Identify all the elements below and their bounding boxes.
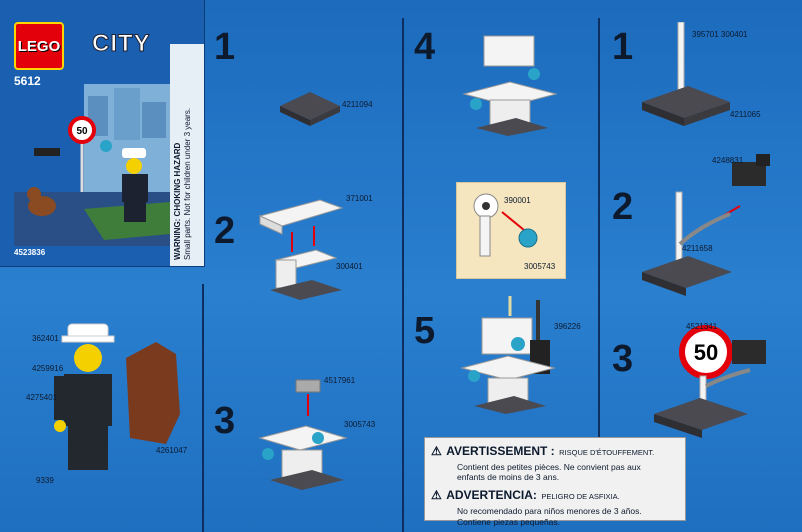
part-label: 396226	[554, 322, 581, 331]
part-label: 3005743	[524, 262, 556, 271]
step-number: 2	[612, 186, 634, 228]
step-number: 3	[612, 338, 634, 380]
column-divider	[202, 284, 204, 532]
minifig-part-label: 362401	[32, 334, 59, 343]
camera-assembly-icon	[642, 154, 770, 296]
part-label: 371001	[346, 194, 373, 203]
warning-triangle-icon: ⚠	[431, 444, 442, 458]
set-number: 5612	[14, 74, 41, 88]
sign-assembly-icon: 50	[654, 325, 766, 438]
step-number: 2	[214, 210, 236, 252]
minifig-part-label: 4259916	[32, 364, 64, 373]
brick-assembly-icon	[258, 199, 344, 300]
step-number: 1	[612, 26, 634, 68]
warning-es-sub: PELIGRO DE ASFIXIA.	[541, 492, 620, 502]
warning-es-line2: Contiene piezas pequeñas.	[457, 516, 561, 527]
column-divider	[402, 18, 404, 532]
box-warning: WARNING: CHOKING HAZARD Small parts. Not…	[170, 44, 204, 266]
speed-sign-number: 50	[76, 126, 88, 137]
part-label: 300401	[336, 262, 363, 271]
step-number: 3	[214, 400, 236, 442]
minifig-illustration	[54, 323, 180, 470]
warning-es-title: ADVERTENCIA:	[446, 488, 537, 503]
sub-assembly-callout	[456, 182, 566, 279]
warning-fr-line2: enfants de moins de 3 ans.	[457, 472, 560, 483]
warning-fr-title: AVERTISSEMENT :	[446, 444, 555, 458]
part-label: 390001	[504, 196, 531, 205]
step-number: 5	[414, 310, 436, 352]
part-label: 4248831	[712, 156, 744, 165]
lego-logo: LEGO	[14, 22, 64, 70]
brick-assembly-icon	[258, 379, 348, 490]
box-warning-text: Small parts. Not for children under 3 ye…	[183, 107, 193, 260]
column-divider	[598, 18, 600, 438]
minifig-part-label: 4261047	[156, 446, 188, 455]
warning-es-line1: No recomendado para niños menores de 3 a…	[457, 506, 642, 517]
part-label: 395701 300401	[692, 30, 748, 39]
part-label: 3005743	[344, 420, 376, 429]
warning-fr-line1: Contient des petites pièces. Ne convient…	[457, 462, 641, 472]
speed-sign-number: 50	[694, 340, 718, 365]
plate-2x4-icon	[280, 92, 340, 126]
part-label: 4211094	[342, 100, 373, 109]
box-warning-title: WARNING: CHOKING HAZARD	[173, 142, 182, 260]
step-number: 4	[414, 26, 436, 68]
minifig-part-label: 9339	[36, 476, 54, 485]
minifig-part-label: 4275401	[26, 393, 58, 402]
pole-assembly-icon	[642, 22, 730, 126]
warning-fr-sub: RISQUE D'ÉTOUFFEMENT.	[559, 448, 655, 457]
part-label: 4211658	[682, 244, 713, 253]
speed-sign-icon	[68, 116, 96, 144]
step-number: 1	[214, 26, 236, 68]
item-code: 4523836	[14, 248, 46, 257]
sub-assembly-icon	[473, 193, 538, 257]
city-logo: CITY	[92, 30, 151, 58]
warning-triangle-icon: ⚠	[431, 488, 442, 503]
brick-assembly-icon	[462, 35, 558, 136]
cover-illustration: 50	[14, 84, 170, 246]
part-label: 4211065	[730, 110, 761, 119]
part-label: 4521341	[686, 322, 718, 331]
brick-assembly-icon	[460, 296, 556, 414]
warning-box: ⚠ AVERTISSEMENT : RISQUE D'ÉTOUFFEMENT. …	[424, 437, 686, 527]
part-label: 4517961	[324, 376, 356, 385]
